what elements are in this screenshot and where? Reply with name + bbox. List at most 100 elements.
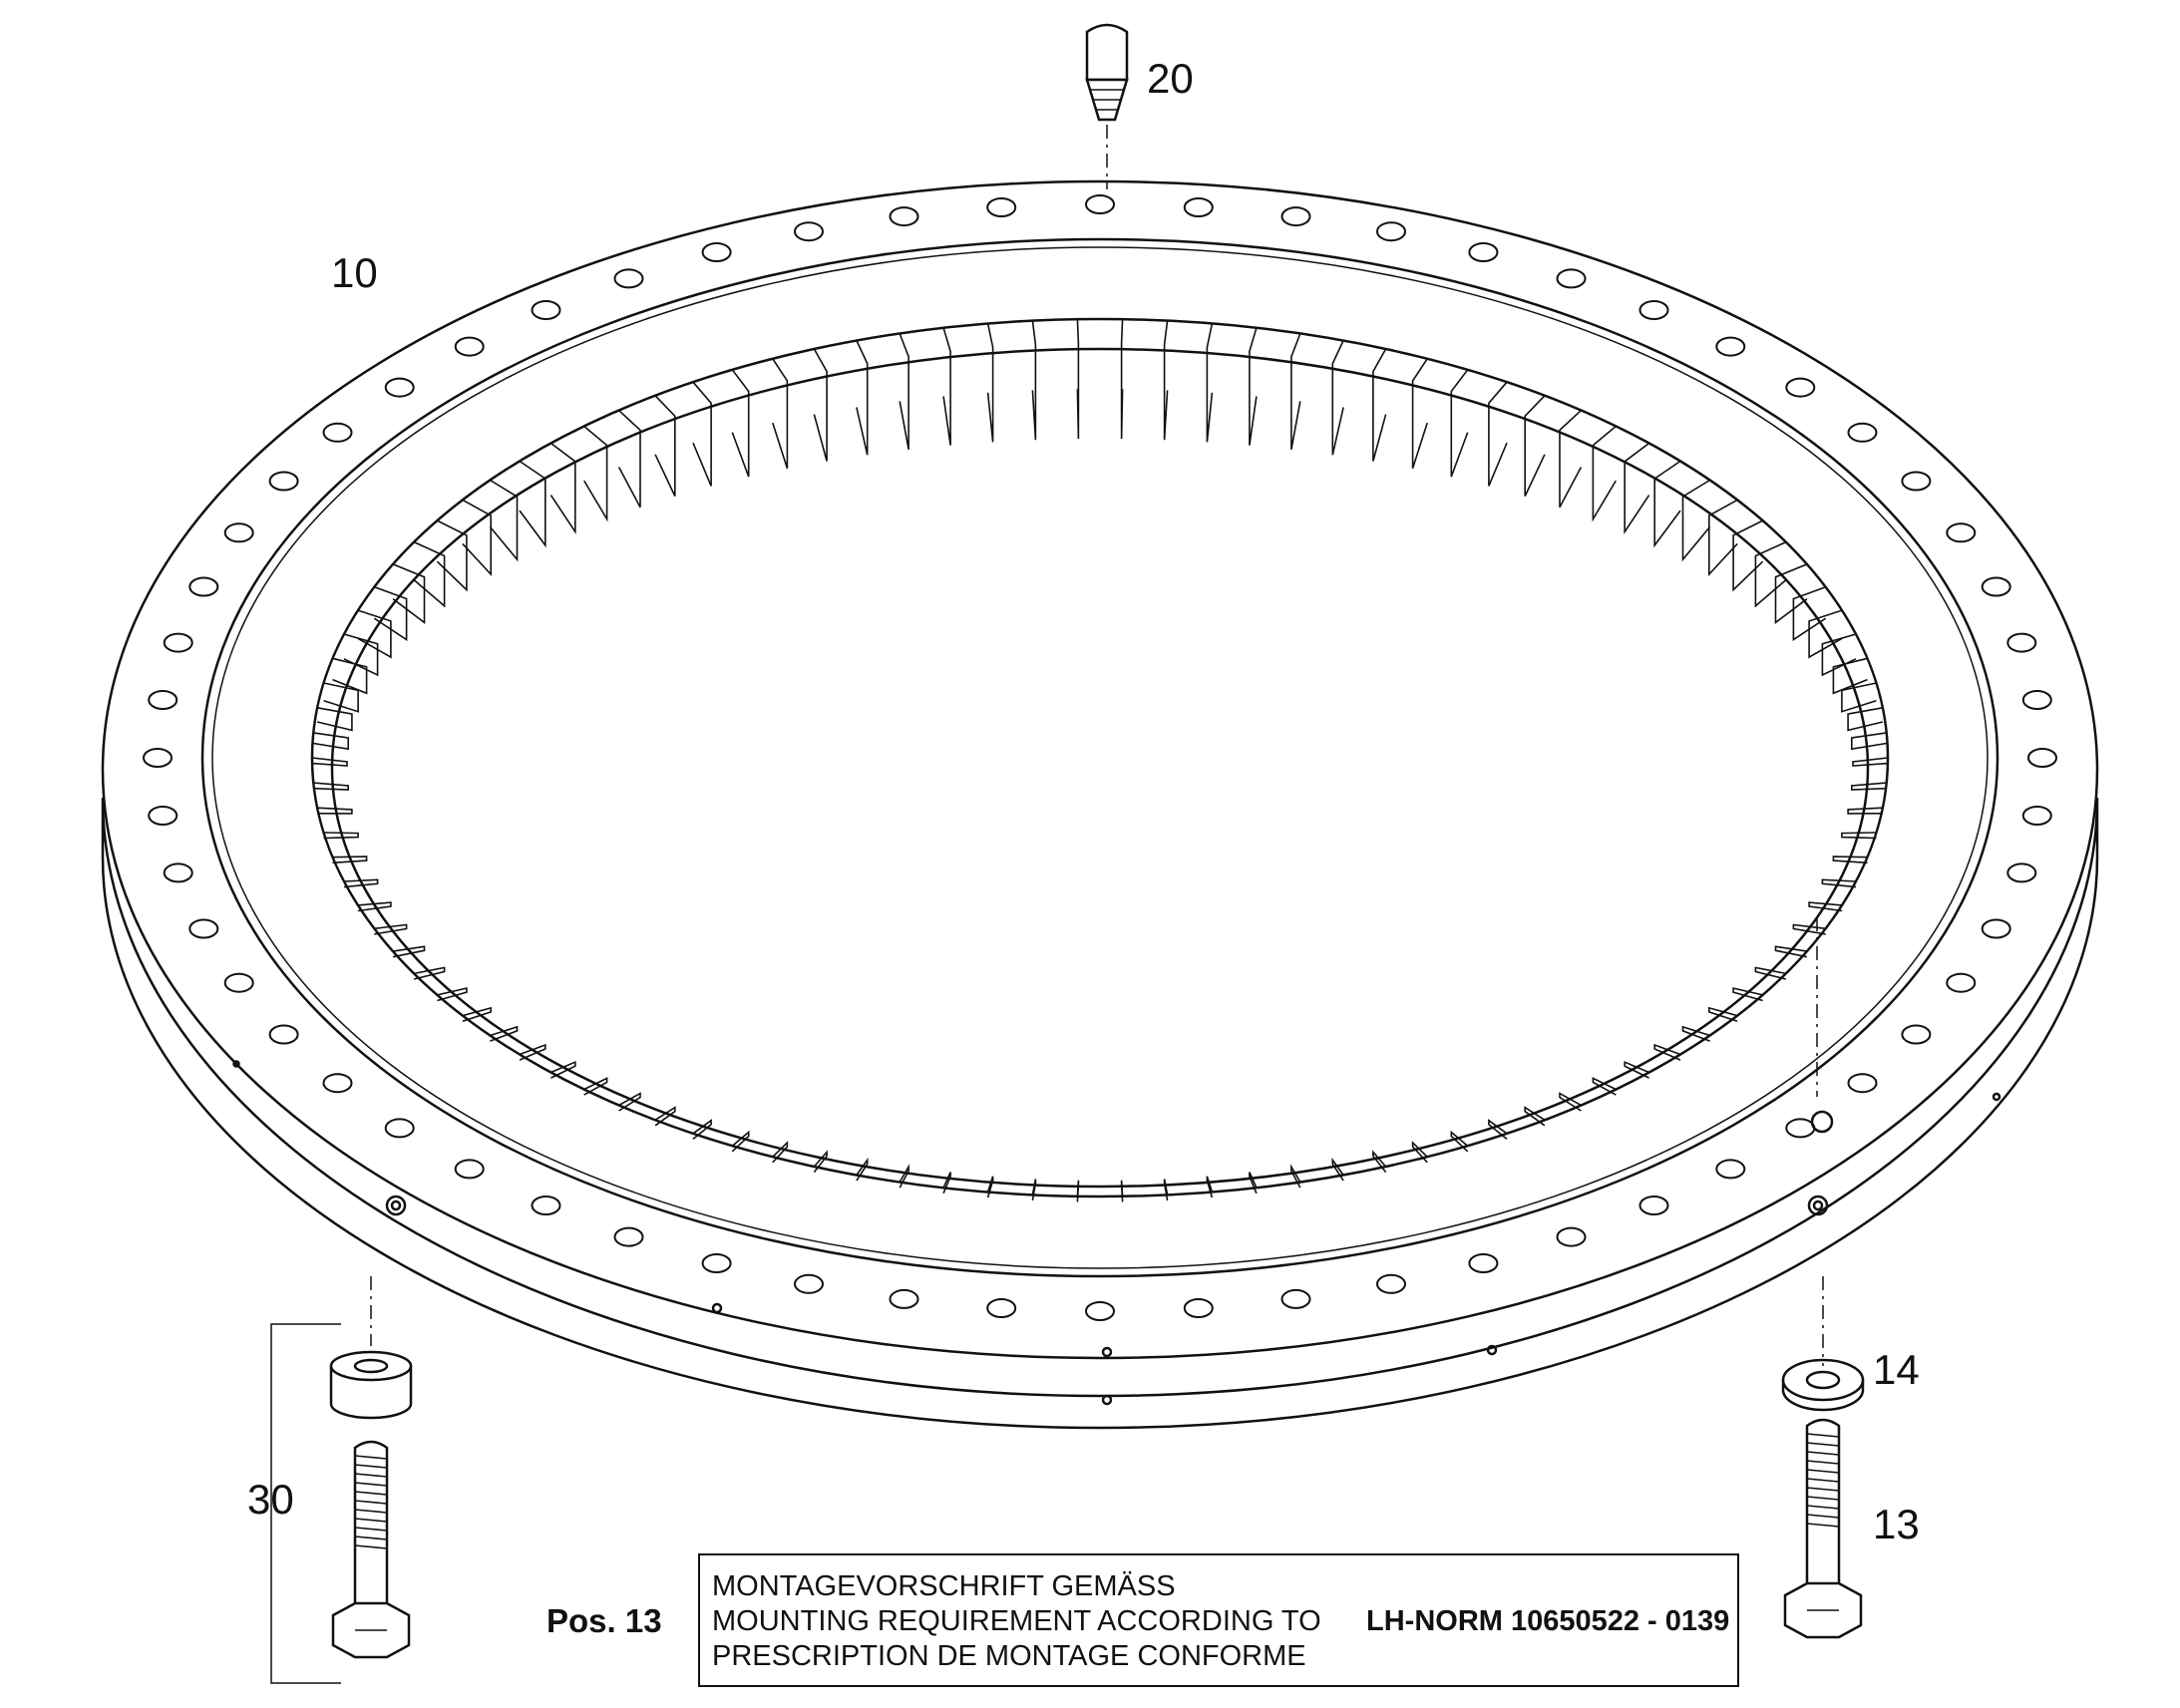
gear-tooth [437, 987, 468, 1002]
bolt-thread [1806, 1442, 1840, 1447]
gear-tooth [1624, 1060, 1649, 1079]
bolt-hole [1638, 300, 1669, 320]
gear-tooth [1841, 682, 1877, 713]
gear-tooth [618, 1092, 641, 1112]
bolt-thread [354, 1509, 388, 1514]
bolt-thread [1806, 1478, 1840, 1483]
gear-tooth [489, 479, 519, 562]
gear-tooth [1372, 348, 1387, 462]
bolt-thread [1806, 1496, 1840, 1501]
bolt-hole [889, 206, 919, 227]
bolt-hole [1946, 522, 1977, 543]
gear-tooth [1852, 757, 1889, 767]
gear-tooth [986, 1176, 994, 1198]
bolt-thread [1806, 1487, 1840, 1492]
ring-inner-flange [200, 237, 1999, 1278]
bolt-hole [2021, 806, 2052, 826]
gear-tooth [373, 585, 408, 641]
note-line-fr: PRESCRIPTION DE MONTAGE CONFORME [712, 1640, 1306, 1672]
gear-tooth [583, 1077, 608, 1096]
gear-tooth [1841, 832, 1877, 840]
gear-tooth [1792, 923, 1826, 935]
bolt-hole [163, 862, 193, 883]
gear-tooth [731, 1130, 750, 1153]
gear-tooth [692, 1119, 712, 1141]
bolt-hole [1785, 377, 1816, 398]
bolt-hole [794, 221, 824, 242]
pos-label: Pos. 13 [546, 1602, 662, 1639]
bolt-thread [1806, 1514, 1840, 1519]
gear-tooth [1120, 1180, 1124, 1202]
gear-tooth [1653, 460, 1681, 548]
callout-grease-nipple: 20 [1147, 55, 1194, 102]
gear-tooth [1524, 1106, 1546, 1127]
washer-right [1781, 1358, 1865, 1412]
gear-tooth [550, 1060, 576, 1079]
bolt-thread [354, 1500, 388, 1505]
grease-nipple [1085, 23, 1129, 189]
gear-tooth [899, 333, 909, 450]
gear-tooth [1559, 1092, 1582, 1112]
bolt-hole [1847, 422, 1878, 443]
gear-tooth [343, 878, 379, 888]
gear-tooth [1450, 369, 1469, 478]
gear-tooth [1681, 479, 1711, 562]
norm-reference: LH-NORM 10650522 - 0139 [1366, 1605, 1730, 1637]
callout-bolt: 13 [1873, 1501, 1920, 1547]
gear-tooth [583, 425, 608, 522]
bolt-hole [2027, 748, 2057, 768]
bolt-hole [1785, 1118, 1816, 1139]
bolt-hole [1183, 1298, 1214, 1318]
gear-tooth [1076, 1180, 1080, 1202]
gear-tooth [1851, 732, 1887, 751]
gear-tooth [1774, 563, 1808, 625]
bolt-thread [1806, 1505, 1840, 1510]
bolt-hole [384, 377, 415, 398]
bolt-hole [986, 197, 1017, 217]
callout-bolt-set: 30 [247, 1476, 294, 1523]
gear-tooth [1163, 1179, 1169, 1201]
bolt-hole [889, 1288, 919, 1309]
bolt-hole [986, 1298, 1017, 1318]
gear-tooth [313, 782, 349, 791]
bolt-hole [701, 1253, 732, 1273]
bolt-thread [1806, 1460, 1840, 1465]
gear-tooth [357, 901, 392, 912]
gear-tooth [549, 442, 576, 534]
gear-tooth [332, 855, 368, 864]
gear-tooth [1559, 410, 1583, 509]
gear-tooth [1847, 707, 1884, 732]
gear-tooth [1331, 340, 1344, 456]
ring-outer-side [101, 797, 2099, 1430]
bolt-hole [1468, 242, 1499, 262]
bolt-hole [1715, 1159, 1746, 1180]
gear-tooth [692, 381, 712, 487]
bolt-hole [1847, 1073, 1878, 1094]
gear-tip-ellipse [330, 347, 1870, 1189]
gear-tooth [856, 1157, 869, 1182]
gear-tooth [1031, 320, 1037, 441]
gear-teeth [311, 319, 1889, 1202]
bolt-hole [223, 522, 254, 543]
gear-tooth [942, 327, 951, 446]
gear-tooth [1290, 1164, 1301, 1189]
gear-tooth [1708, 1006, 1738, 1022]
gear-tooth [313, 732, 349, 751]
bolt-hole [148, 690, 179, 710]
gear-tooth [986, 323, 994, 443]
gear-tooth [1163, 320, 1169, 441]
gear-tooth [436, 519, 468, 592]
gear-tooth [1592, 425, 1617, 522]
bolt-hole [1715, 336, 1746, 357]
bolt-hole [1376, 221, 1406, 242]
gear-tooth [413, 540, 446, 608]
gear-tooth [813, 348, 828, 462]
gear-tooth [1488, 1119, 1508, 1141]
gear-tooth [357, 609, 392, 659]
bolt-hole [2021, 690, 2052, 710]
gear-tooth [323, 682, 359, 713]
bolt-hole [223, 972, 254, 993]
bolt-thread [354, 1482, 388, 1487]
gear-tooth [332, 657, 368, 695]
bolt-thread [354, 1536, 388, 1540]
